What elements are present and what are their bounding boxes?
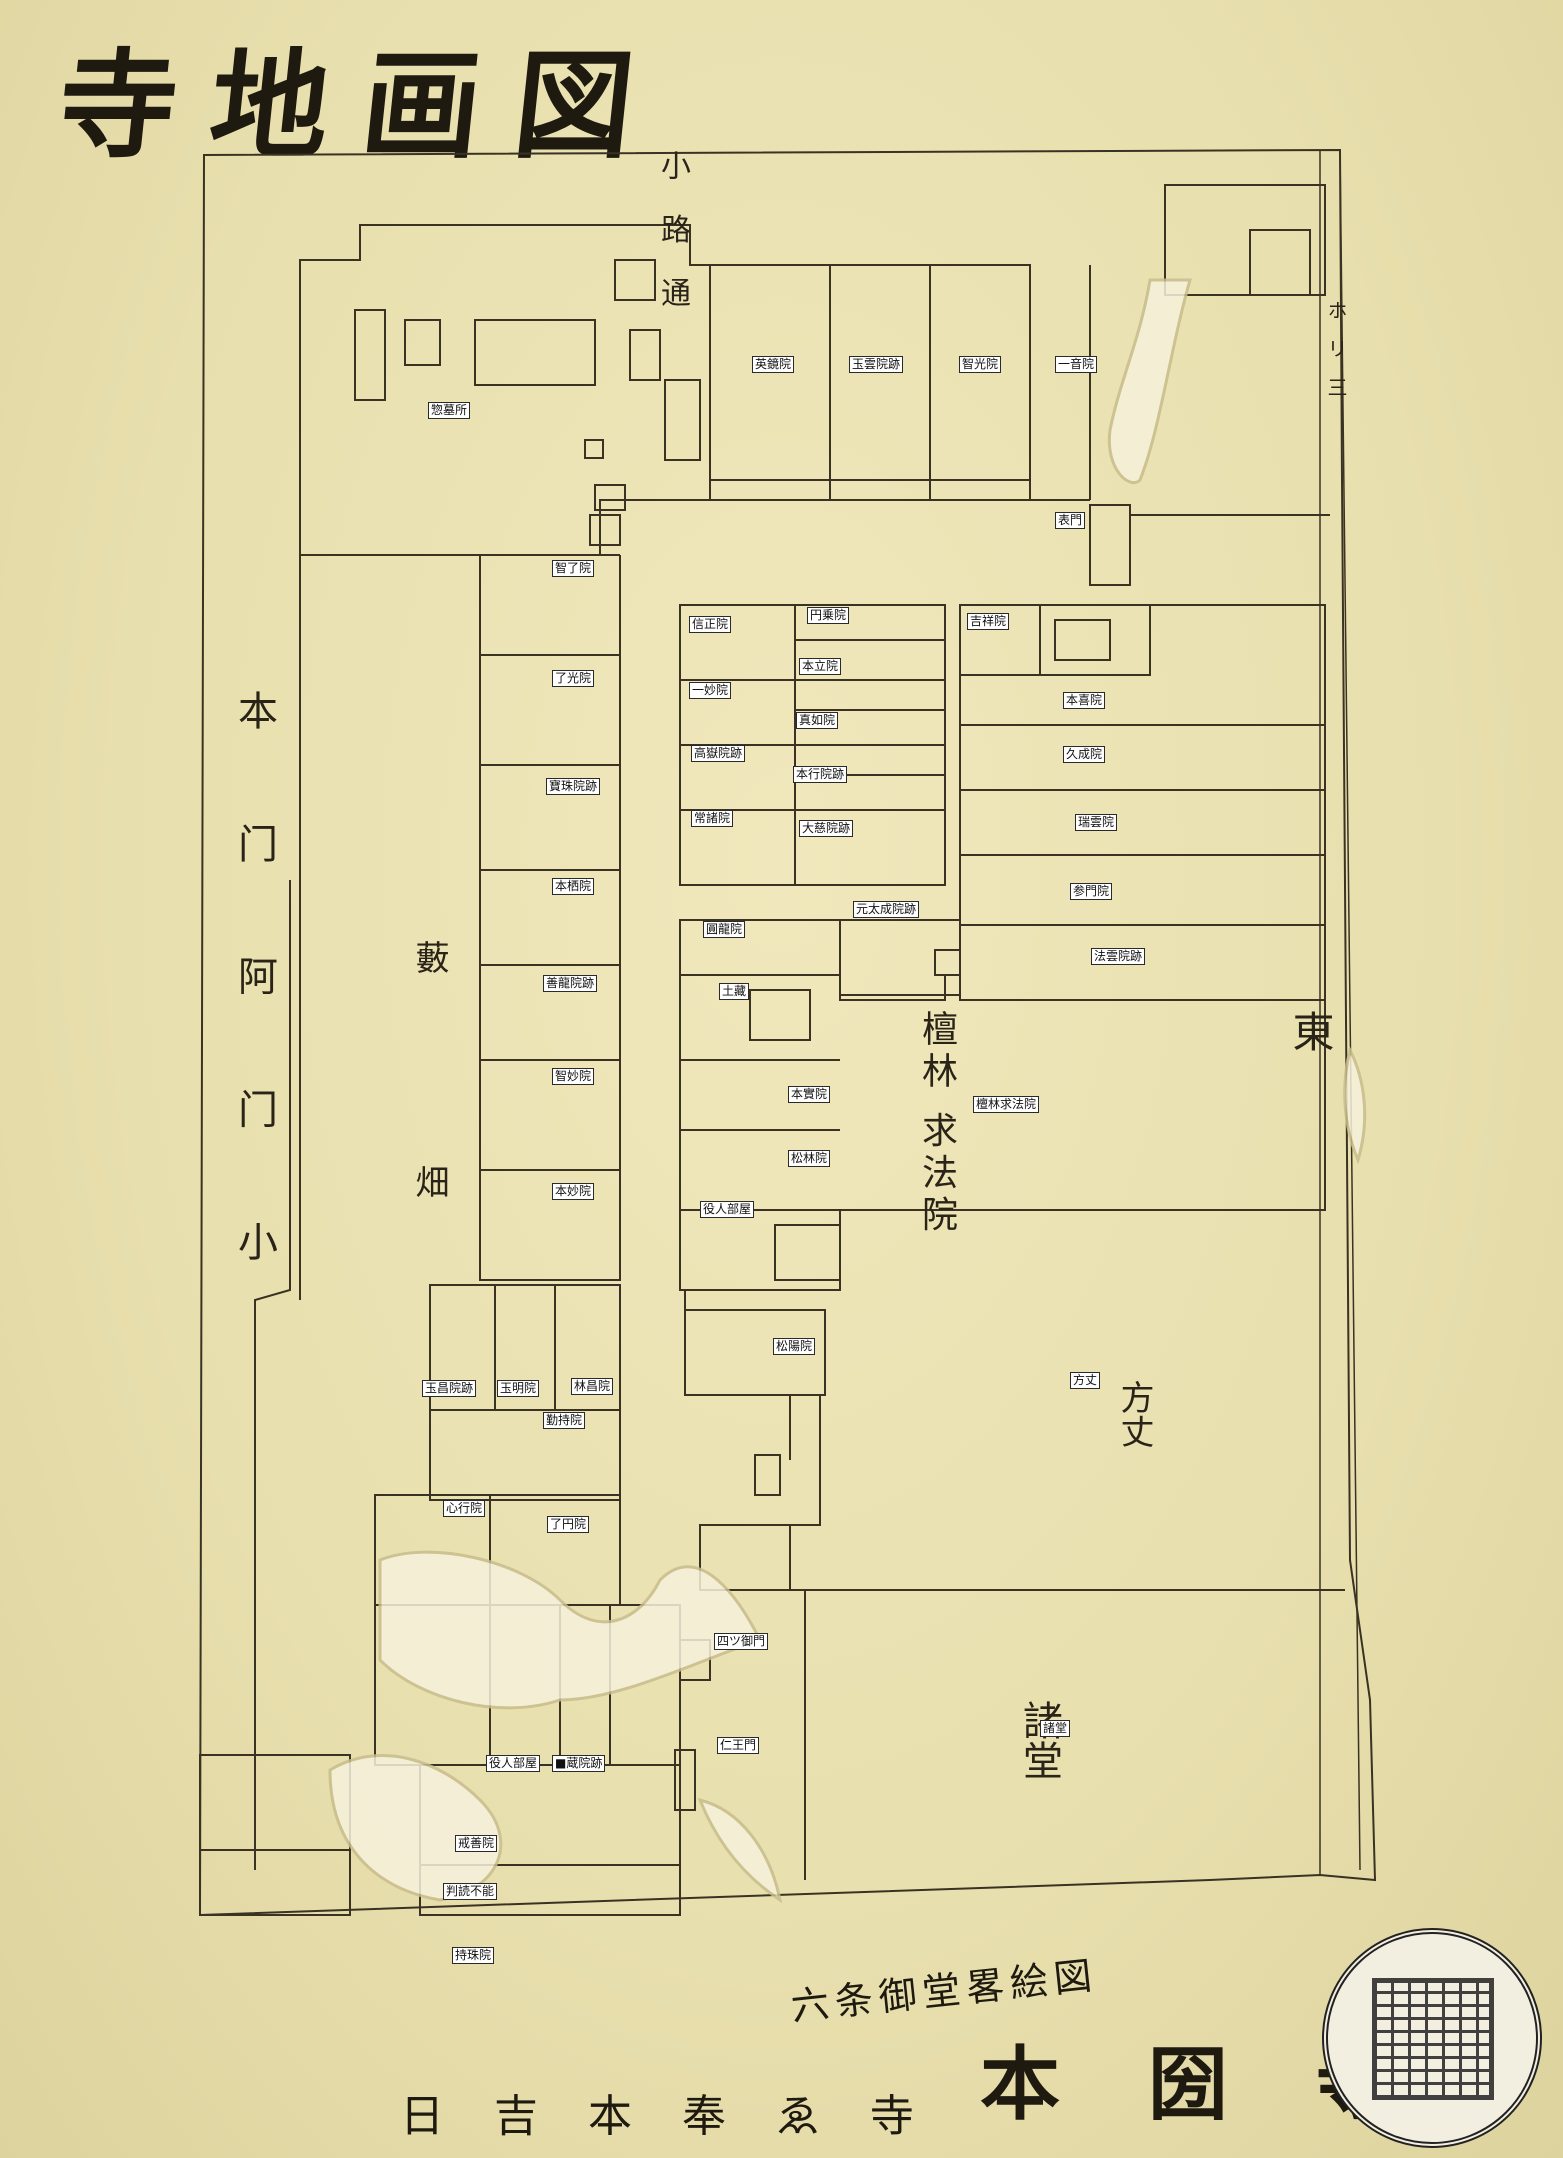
- label-honkiin: 本喜院: [1063, 692, 1106, 709]
- north-road-note: 小 路 通: [655, 150, 690, 320]
- label-sobosho: 惣墓所: [428, 402, 471, 419]
- label-kurain: ■蔵院跡: [552, 1755, 606, 1772]
- shodo-text: 諸堂: [1016, 1700, 1062, 1780]
- hatake-text: 藪 畑: [409, 940, 449, 1289]
- danrin-text: 檀林 求法院: [916, 1010, 957, 1238]
- label-gyokuunin: 玉雲院跡: [849, 356, 904, 373]
- west-cloisters: [479, 555, 621, 1281]
- east-note: 東: [1286, 1010, 1335, 1052]
- label-honseiin: 本栖院: [552, 878, 595, 895]
- label-shoyoin: 松陽院: [773, 1338, 816, 1355]
- label-ryokoin: 了光院: [552, 670, 595, 687]
- label-gyokumeiin: 玉明院: [497, 1380, 540, 1397]
- label-shingyoin: 心行院: [443, 1500, 486, 1517]
- label-hojo: 方丈: [1070, 1372, 1101, 1389]
- label-daijiin: 大慈院跡: [799, 820, 854, 837]
- label-kogakuin: 高嶽院跡: [691, 745, 746, 762]
- label-yakunin-beya: 役人部屋: [700, 1201, 755, 1218]
- label-shorinin: 松林院: [788, 1150, 831, 1167]
- label-hojuin: 寶珠院跡: [546, 778, 601, 795]
- label-chiryoin: 智了院: [552, 560, 595, 577]
- label-omotemon: 表門: [1055, 512, 1086, 529]
- north-halls: [709, 265, 1031, 501]
- label-ichionin: 一音院: [1055, 356, 1098, 373]
- label-yakunin-beya-2: 役人部屋: [486, 1755, 541, 1772]
- label-gentaijoin: 元太成院跡: [853, 901, 920, 918]
- label-honritsuin: 本立院: [799, 658, 842, 675]
- label-danrin: 檀林求法院: [973, 1096, 1040, 1113]
- seal-stamp: [1322, 1928, 1542, 2148]
- label-kujoin: 久成院: [1063, 746, 1106, 763]
- label-joshoin: 常諸院: [691, 810, 734, 827]
- label-houunin: 法雲院跡: [1091, 948, 1146, 965]
- label-gyokushoin: 玉昌院跡: [422, 1380, 477, 1397]
- label-zuiunin: 瑞雲院: [1075, 814, 1118, 831]
- label-shinseiin: 信正院: [689, 616, 732, 633]
- label-enryuin: 圓龍院: [703, 921, 746, 938]
- east-temple-block: [959, 604, 1326, 1001]
- label-unreadable: 判読不能: [443, 1883, 498, 1900]
- label-zenryuin: 善龍院跡: [543, 975, 598, 992]
- east-road-note: ホ リ 三: [1324, 300, 1348, 403]
- label-niomon: 仁王門: [717, 1737, 760, 1754]
- label-kaizenin: 戒善院: [455, 1835, 498, 1852]
- label-shinnyoin: 真如院: [796, 712, 839, 729]
- label-jijuin: 持珠院: [452, 1947, 495, 1964]
- label-ryomonin: 了円院: [547, 1516, 590, 1533]
- label-chikoin: 智光院: [959, 356, 1002, 373]
- northeast-building: [1164, 184, 1326, 296]
- west-road-note: 本 门 阿 门 小: [231, 690, 277, 1301]
- label-ichimyoin: 一妙院: [689, 682, 732, 699]
- footer-left-text: 日 吉 本 奉 ゑ 寺: [400, 2091, 932, 2142]
- label-hongyoin: 本行院跡: [793, 766, 848, 783]
- label-eikyoin: 英鏡院: [752, 356, 795, 373]
- outer-boundary: [198, 148, 1377, 1917]
- label-rinshoin: 林昌院: [571, 1378, 614, 1395]
- label-dozo: 土藏: [719, 983, 750, 1000]
- label-kisshoin: 吉祥院: [967, 613, 1010, 630]
- label-gonjiin: 勤持院: [543, 1412, 586, 1429]
- label-enjoin: 円乗院: [807, 607, 850, 624]
- label-honmyoin: 本妙院: [552, 1183, 595, 1200]
- label-honjitsuin: 本實院: [788, 1086, 831, 1103]
- label-shodo: 諸堂: [1040, 1720, 1071, 1737]
- label-chimyoin: 智妙院: [552, 1068, 595, 1085]
- seal-pattern: [1372, 1978, 1494, 2100]
- label-yotsugomon: 四ツ御門: [714, 1633, 769, 1650]
- label-sanmonin: 参門院: [1070, 883, 1113, 900]
- hojo-text: 方丈: [1114, 1380, 1154, 1448]
